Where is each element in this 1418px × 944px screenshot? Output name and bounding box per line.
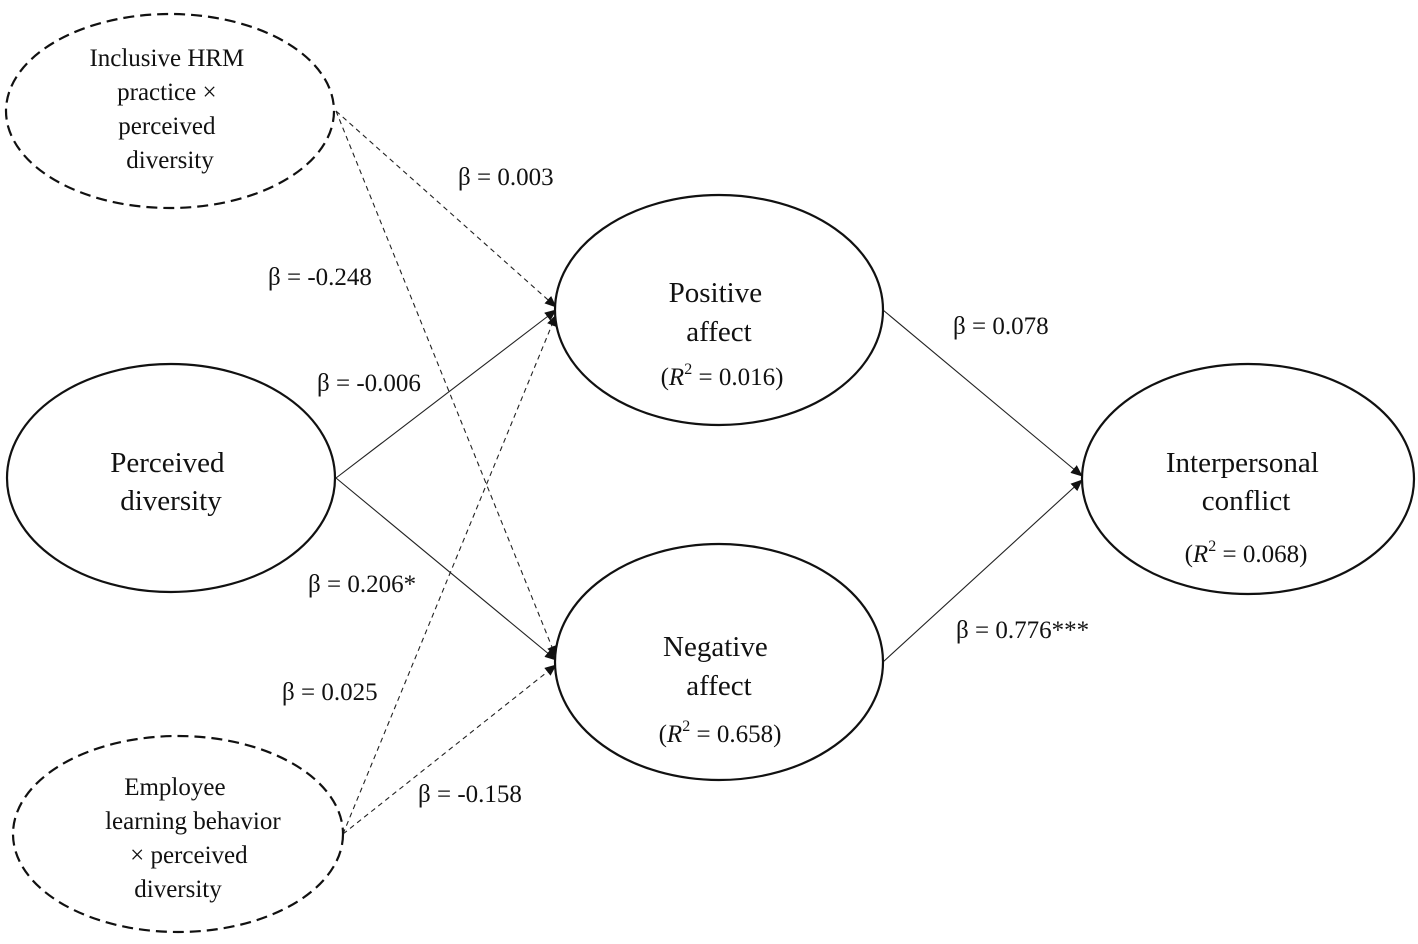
r2-exponent: 2	[684, 361, 692, 378]
coef-learning-to-negative: β = -0.158	[418, 781, 522, 808]
interpersonal-conflict-r-squared: (R2 = 0.068)	[1185, 538, 1308, 568]
label-line: × perceived	[130, 842, 248, 869]
node-positive-affect: Positive affect (R2 = 0.016)	[553, 193, 885, 427]
node-inclusive-hrm-interaction: Inclusive HRM practice × perceived diver…	[4, 12, 336, 210]
r2-equals: =	[1216, 541, 1243, 568]
r2-symbol: R	[1192, 541, 1208, 568]
label-line: Positive	[669, 277, 762, 309]
coef-positive-to-conflict: β = 0.078	[953, 313, 1049, 340]
label-line: Employee	[124, 774, 225, 801]
node-inclusive-hrm-interaction-shape	[4, 12, 336, 210]
r2-equals: =	[692, 364, 719, 391]
edge-learning-interaction-to-negative-affect	[342, 664, 557, 835]
r2-value: 0.658	[717, 721, 773, 748]
node-negative-affect: Negative affect (R2 = 0.658)	[553, 542, 885, 782]
node-employee-learning-interaction-label: Employee learning behavior × perceived d…	[105, 774, 287, 903]
coef-diversity-to-positive: β = -0.006	[317, 370, 421, 397]
node-employee-learning-interaction: Employee learning behavior × perceived d…	[11, 734, 345, 934]
label-line: Perceived	[110, 447, 225, 479]
label-line: diversity	[134, 876, 222, 903]
edge-hrm-interaction-to-negative-affect	[335, 110, 557, 658]
node-perceived-diversity: Perceived diversity	[5, 362, 337, 594]
node-interpersonal-conflict: Interpersonal conflict (R2 = 0.068)	[1080, 362, 1416, 596]
label-line: diversity	[120, 485, 222, 517]
r2-open-paren: (	[661, 364, 669, 391]
edge-labels: β = 0.003 β = -0.248 β = -0.006 β = 0.20…	[268, 164, 1089, 808]
r2-open-paren: (	[1185, 541, 1193, 568]
coef-negative-to-conflict: β = 0.776***	[956, 617, 1089, 644]
label-line: conflict	[1202, 485, 1291, 517]
r2-close-paren: )	[1299, 541, 1307, 568]
r2-value: 0.068	[1243, 541, 1299, 568]
r2-exponent: 2	[1208, 538, 1216, 555]
node-interpersonal-conflict-label: Interpersonal conflict	[1166, 447, 1326, 517]
r2-symbol: R	[666, 721, 682, 748]
edges	[335, 110, 1083, 835]
node-inclusive-hrm-interaction-label: Inclusive HRM practice × perceived diver…	[89, 45, 250, 174]
r2-value: 0.016	[719, 364, 775, 391]
node-negative-affect-label: Negative affect	[663, 631, 775, 702]
node-perceived-diversity-shape	[5, 362, 337, 594]
r2-open-paren: (	[659, 721, 667, 748]
label-line: affect	[686, 670, 751, 702]
node-positive-affect-label: Positive affect	[669, 277, 770, 348]
label-line: Interpersonal	[1166, 447, 1319, 479]
label-line: practice ×	[117, 79, 216, 106]
node-interpersonal-conflict-shape	[1080, 362, 1416, 596]
coef-learning-to-positive: β = 0.025	[282, 679, 378, 706]
edge-positive-affect-to-interpersonal-conflict	[882, 309, 1083, 477]
node-employee-learning-interaction-shape	[11, 734, 345, 934]
coef-hrm-to-negative: β = -0.248	[268, 264, 372, 291]
r2-exponent: 2	[682, 718, 690, 735]
edge-hrm-interaction-to-positive-affect	[335, 110, 557, 308]
node-positive-affect-shape	[553, 193, 885, 427]
node-perceived-diversity-label: Perceived diversity	[110, 447, 232, 517]
node-negative-affect-shape	[553, 542, 885, 782]
positive-affect-r-squared: (R2 = 0.016)	[661, 361, 784, 391]
r2-symbol: R	[668, 364, 684, 391]
edge-perceived-diversity-to-positive-affect	[335, 309, 557, 479]
label-line: affect	[686, 316, 751, 348]
negative-affect-r-squared: (R2 = 0.658)	[659, 718, 782, 748]
r2-close-paren: )	[773, 721, 781, 748]
r2-close-paren: )	[775, 364, 783, 391]
r2-equals: =	[690, 721, 717, 748]
label-line: Inclusive HRM	[89, 45, 244, 72]
label-line: diversity	[126, 147, 214, 174]
edge-negative-affect-to-interpersonal-conflict	[882, 479, 1083, 663]
label-line: Negative	[663, 631, 768, 663]
edge-perceived-diversity-to-negative-affect	[335, 477, 557, 661]
coef-diversity-to-negative: β = 0.206*	[308, 571, 416, 598]
coef-hrm-to-positive: β = 0.003	[458, 164, 554, 191]
label-line: perceived	[118, 113, 216, 140]
label-line: learning behavior	[105, 808, 281, 835]
edge-learning-interaction-to-positive-affect	[342, 314, 557, 835]
